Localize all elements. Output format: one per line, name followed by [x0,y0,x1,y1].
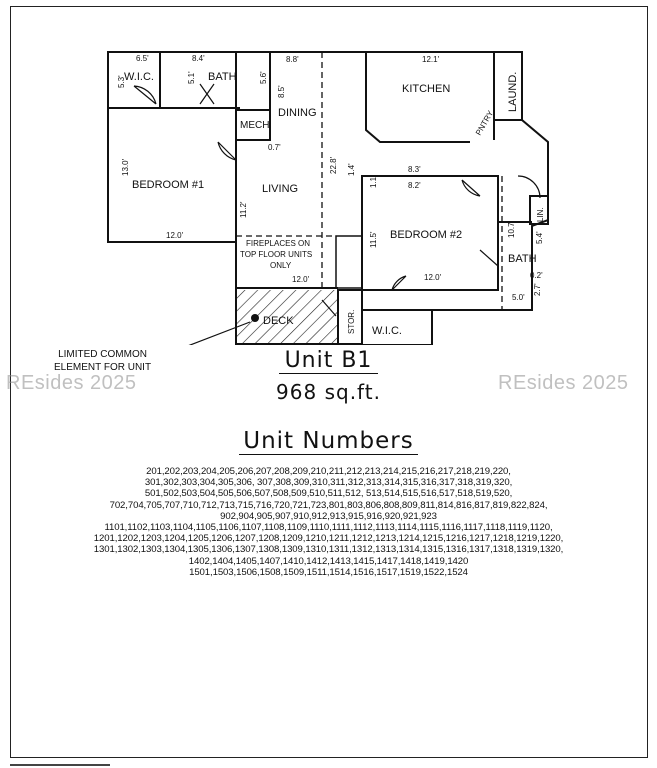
bath-right-label: BATH [508,253,537,265]
dim-hall-b: 1.1' [369,175,378,188]
dim-bath-w: 8.4' [192,54,205,63]
unit-numbers-row: 1402,1404,1405,1407,1410,1412,1413,1415,… [188,555,469,567]
laund-label: LAUND. [507,72,519,112]
deck-marker-icon [251,314,259,322]
dim-bed2-h: 11.5' [369,231,378,248]
lin-label: LIN. [536,207,545,222]
page-frame [10,6,648,758]
unit-title: Unit B1 [0,348,657,374]
dim-wic-w: 6.5' [136,54,149,63]
limited-common-line-2: ELEMENT FOR UNIT [54,362,152,373]
fireplace-note-3: ONLY [270,261,292,270]
dim-bed1-w: 12.0' [166,231,184,240]
watermark-left: REsides 2025 [6,372,137,394]
dim-dining-w: 8.8' [286,55,299,64]
dim-mech: 0.7' [268,143,281,152]
dim-living-h: 22.8' [329,156,338,174]
unit-numbers-row: 1101,1102,1103,1104,1105,1106,1107,1108,… [104,522,553,534]
unit-numbers-row: 902,904,905,907,910,912,913,915,916,920,… [220,510,437,522]
watermark-right: REsides 2025 [498,372,629,394]
dim-living-w1: 11.2' [239,201,248,218]
stor-label: STOR. [347,310,356,334]
bottom-rule [10,764,110,766]
dim-bath-h2: 5.6' [259,71,268,84]
bedroom2-label: BEDROOM #2 [390,229,462,241]
dim-bath-h1: 5.1' [187,71,196,84]
dim-bath2-b: 2.7' [533,283,542,296]
dim-bed2-w: 12.0' [424,273,442,282]
fireplace-note-2: TOP FLOOR UNITS [240,250,312,259]
unit-numbers-row: 1501,1503,1506,1508,1509,1511,1514,1516,… [189,566,468,578]
dim-kitchen-w: 12.1' [422,55,440,64]
dim-bed2-top1: 8.3' [408,165,421,174]
bedroom1-label: BEDROOM #1 [132,179,204,191]
dim-hall-a: 1.4' [347,163,356,176]
dim-bath2-w: 5.0' [512,293,525,302]
dim-bath2-a: 0.2' [530,271,543,280]
limited-common-line-1: LIMITED COMMON [58,349,147,360]
dim-wic-h: 5.3' [117,75,126,88]
square-footage: 968 sq.ft. [276,380,381,404]
bath-top-label: BATH [208,71,237,83]
unit-numbers-row: 1301,1302,1303,1304,1305,1306,1307,1308,… [93,544,564,556]
floor-plan: W.I.C. BATH KITCHEN LAUND. PNTRY MECH DI… [107,51,549,345]
pantry-label: PNTRY [474,109,496,137]
dim-bed2-top2: 8.2' [408,181,421,190]
dining-label: DINING [278,107,317,119]
unit-numbers-row: 702,704,705,707,710,712,713,715,716,720,… [109,499,548,511]
wic-bottom-label: W.I.C. [372,325,402,337]
kitchen-label: KITCHEN [402,83,450,95]
unit-numbers-title: Unit Numbers [0,428,657,455]
dim-bath2-h2: 5.4' [535,231,544,244]
unit-numbers-row: 201,202,203,204,205,206,207,208,209,210,… [146,466,511,477]
dim-dining-h: 8.5' [277,85,286,98]
dim-bed1-h: 13.0' [121,158,130,176]
dim-living-w2: 12.0' [292,275,310,284]
fireplace-note-1: FIREPLACES ON [246,239,310,248]
dim-bath2-h: 10.7' [507,220,516,238]
unit-numbers-row: 301,302,303,304,305,306, 307,308,309,310… [144,477,513,489]
unit-numbers-list: 201,202,203,204,205,206,207,208,209,210,… [8,466,649,578]
living-label: LIVING [262,183,298,195]
deck-label: DECK [263,315,294,327]
mech-label: MECH [240,120,269,131]
limited-common-note: LIMITED COMMON ELEMENT FOR UNIT [54,348,151,374]
wic-top-label: W.I.C. [124,71,154,83]
unit-numbers-row: 501,502,503,504,505,506,507,508,509,510,… [144,488,513,500]
unit-numbers-row: 1201,1202,1203,1204,1205,1206,1207,1208,… [93,533,564,545]
